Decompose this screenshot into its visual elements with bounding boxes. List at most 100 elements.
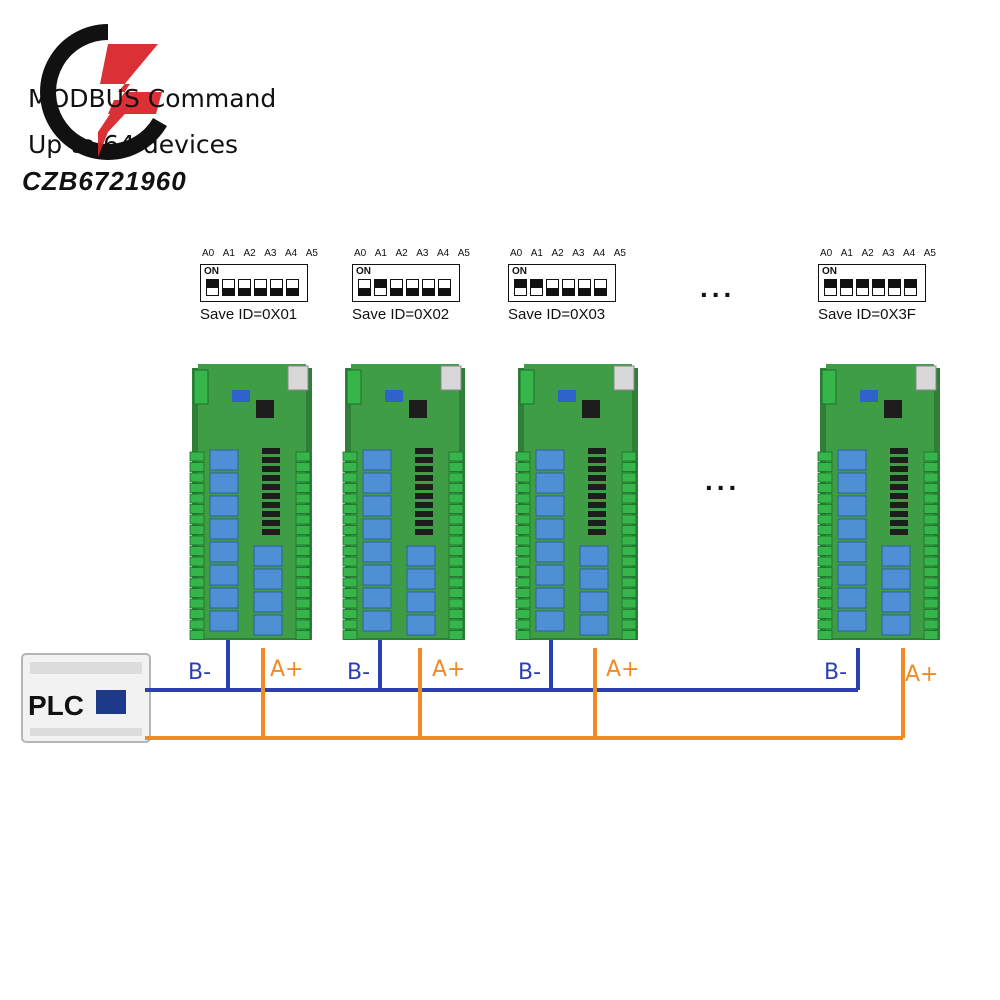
relay [535,541,565,563]
terminal-right [295,493,311,504]
dip-address-label: A2 [861,248,874,259]
dip-switch-knob [547,287,558,295]
dip-switch-knob [287,287,298,295]
terminal-right [923,609,939,619]
dip-switch-on [530,279,543,296]
terminal-left [342,577,358,588]
dip-switch-on [840,279,853,296]
relay-boards [189,364,940,640]
terminal-right [923,514,939,525]
terminal-right [448,577,464,588]
terminal-left [515,472,531,483]
terminal-left [342,504,358,514]
relay [535,449,565,471]
optocoupler [262,502,280,508]
terminal-left [515,462,531,472]
dip-switch-knob [391,287,402,295]
dip-address-label: A3 [264,248,277,259]
terminal-left [342,472,358,483]
optocoupler [415,448,433,454]
terminal-block [519,369,535,405]
device-id-label: Save ID=0X3F [818,306,916,323]
optocoupler [588,484,606,490]
dip-address-label: A0 [354,248,367,259]
optocoupler [262,520,280,526]
terminal-right [448,609,464,619]
terminal-left [515,525,531,535]
dip-on-label: ON [356,266,371,277]
terminal-left [515,609,531,619]
dip-switch-on [206,279,219,296]
dip-switch-on [888,279,901,296]
relay [362,564,392,586]
terminal-left [817,514,833,525]
plc-unit [21,653,151,743]
optocoupler [262,484,280,490]
terminal-left [189,619,205,630]
terminal-left [189,472,205,483]
mcu-chip [582,400,600,418]
relay [881,568,911,590]
terminal-right [295,598,311,609]
dip-switch-knob [579,287,590,295]
terminal-right [295,609,311,619]
dip-switch-knob [515,280,526,288]
dip-address-label: A4 [903,248,916,259]
dip-address-label: A1 [530,248,543,259]
terminal-left [817,598,833,609]
relay [362,610,392,632]
terminal-right [448,546,464,556]
relay [406,614,436,636]
relay [579,591,609,613]
terminal-right [621,546,637,556]
relay [362,541,392,563]
relay [253,614,283,636]
terminal-right [295,577,311,588]
terminal-right [923,619,939,630]
terminal-left [817,525,833,535]
dip-address-label: A1 [222,248,235,259]
terminal-left [515,567,531,577]
terminal-right [295,535,311,546]
terminal-right [448,588,464,598]
terminal-right [448,619,464,630]
terminal-left [515,535,531,546]
terminal-left [342,588,358,598]
relay [837,541,867,563]
dip-switch-off [438,279,451,296]
terminal-right [923,535,939,546]
dip-switch-off [406,279,419,296]
dip-switch-knob [531,280,542,288]
relay [579,545,609,567]
relay [209,495,239,517]
terminal-left [342,525,358,535]
optocoupler [588,511,606,517]
b-minus-label: B- [188,660,212,685]
terminal-left [189,504,205,514]
terminal-left [342,483,358,493]
terminal-right [923,588,939,598]
optocoupler [890,493,908,499]
optocoupler [588,520,606,526]
optocoupler [890,502,908,508]
dip-switch-knob [255,287,266,295]
terminal-left [515,577,531,588]
terminal-right [295,525,311,535]
dip-address-label: A2 [551,248,564,259]
mcu-chip [884,400,902,418]
terminal-left [515,598,531,609]
dip-switch-knob [407,287,418,295]
terminal-right [448,567,464,577]
dip-switch-on [374,279,387,296]
relay [253,545,283,567]
dip-address-label: A4 [285,248,298,259]
dip-switch-off [270,279,283,296]
relay [406,591,436,613]
dip-switch-on [872,279,885,296]
dip-address-label: A3 [416,248,429,259]
